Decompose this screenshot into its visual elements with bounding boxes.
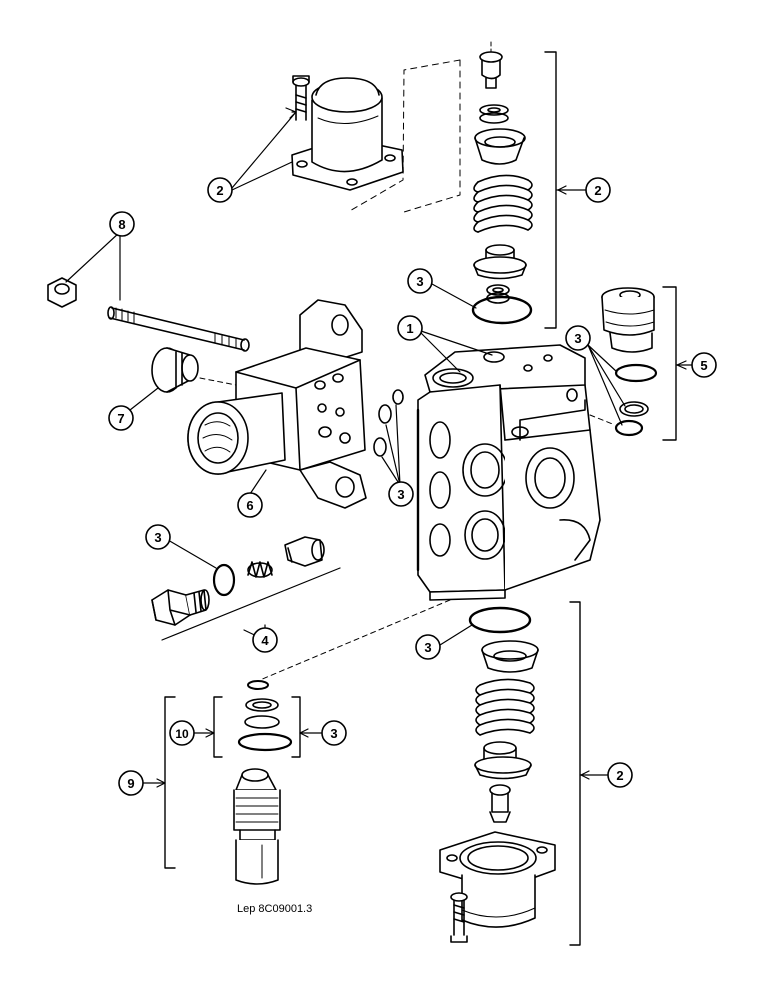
callout-8: 8	[118, 217, 125, 232]
plug-7	[151, 347, 237, 393]
callout-circle-2b	[585, 177, 611, 203]
callout-3-lower-kit: 3	[330, 726, 337, 741]
callout-circle-3e	[415, 634, 441, 660]
right-check-valve	[601, 287, 658, 437]
callout-circle-3b	[565, 325, 591, 351]
callout-3-left: 3	[154, 530, 161, 545]
callout-3-top: 3	[416, 274, 423, 289]
top-solenoid-cap	[291, 75, 404, 191]
callout-3-right: 3	[574, 331, 581, 346]
callout-circle-10	[169, 720, 195, 746]
callout-3-mid: 3	[397, 487, 404, 502]
main-valve-body	[416, 344, 601, 601]
callout-circle-4	[252, 627, 278, 653]
bracket-bottom-right	[569, 601, 581, 946]
callout-9: 9	[127, 776, 134, 791]
cartridge-kit	[233, 680, 293, 885]
bracket-9	[164, 696, 176, 869]
callout-4: 4	[261, 633, 269, 648]
bracket-3-right	[291, 696, 301, 758]
callout-circle-7	[108, 405, 134, 431]
bracket-10-left	[213, 696, 223, 758]
callout-circle-5	[691, 352, 717, 378]
small-o-rings	[373, 389, 404, 457]
dashed-guide-body-down	[259, 599, 451, 681]
callout-circle-6	[237, 492, 263, 518]
callout-5: 5	[700, 358, 707, 373]
relief-valve-parts	[151, 536, 341, 641]
leader-lines	[65, 107, 696, 788]
callout-10: 10	[175, 727, 189, 741]
callout-circle-9	[118, 770, 144, 796]
callout-6: 6	[246, 498, 253, 513]
callout-3-bottom: 3	[424, 640, 431, 655]
top-valve-stack	[471, 41, 533, 325]
stud-and-nut	[47, 277, 250, 352]
callout-2-top-cap: 2	[216, 183, 223, 198]
o-ring-bottom	[468, 606, 532, 634]
callouts: 2 2 8 3 1 3 5 7 3 6 3 4 3 10 3 9 2	[108, 177, 717, 796]
reference-code: Lep 8C09001.3	[237, 903, 312, 915]
callout-circle-3c	[388, 481, 414, 507]
callout-2-top-right: 2	[594, 183, 601, 198]
callout-circle-3a	[407, 268, 433, 294]
callout-circle-3f	[321, 720, 347, 746]
bracket-right-5	[662, 286, 677, 441]
o-ring-top	[471, 295, 533, 325]
bracket-top-right	[544, 51, 557, 329]
callout-circle-8	[109, 211, 135, 237]
end-cover-block	[187, 299, 367, 509]
callout-1: 1	[406, 321, 413, 336]
callout-7: 7	[117, 411, 124, 426]
dashed-guide-top	[347, 59, 461, 213]
callout-circle-1	[397, 315, 423, 341]
callout-2-bottom-right: 2	[616, 768, 623, 783]
callout-circle-3d	[145, 524, 171, 550]
callout-circle-2a	[207, 177, 233, 203]
dashed-guide-body-right	[589, 414, 616, 426]
callout-circle-2c	[607, 762, 633, 788]
bottom-valve-stack	[439, 606, 556, 943]
